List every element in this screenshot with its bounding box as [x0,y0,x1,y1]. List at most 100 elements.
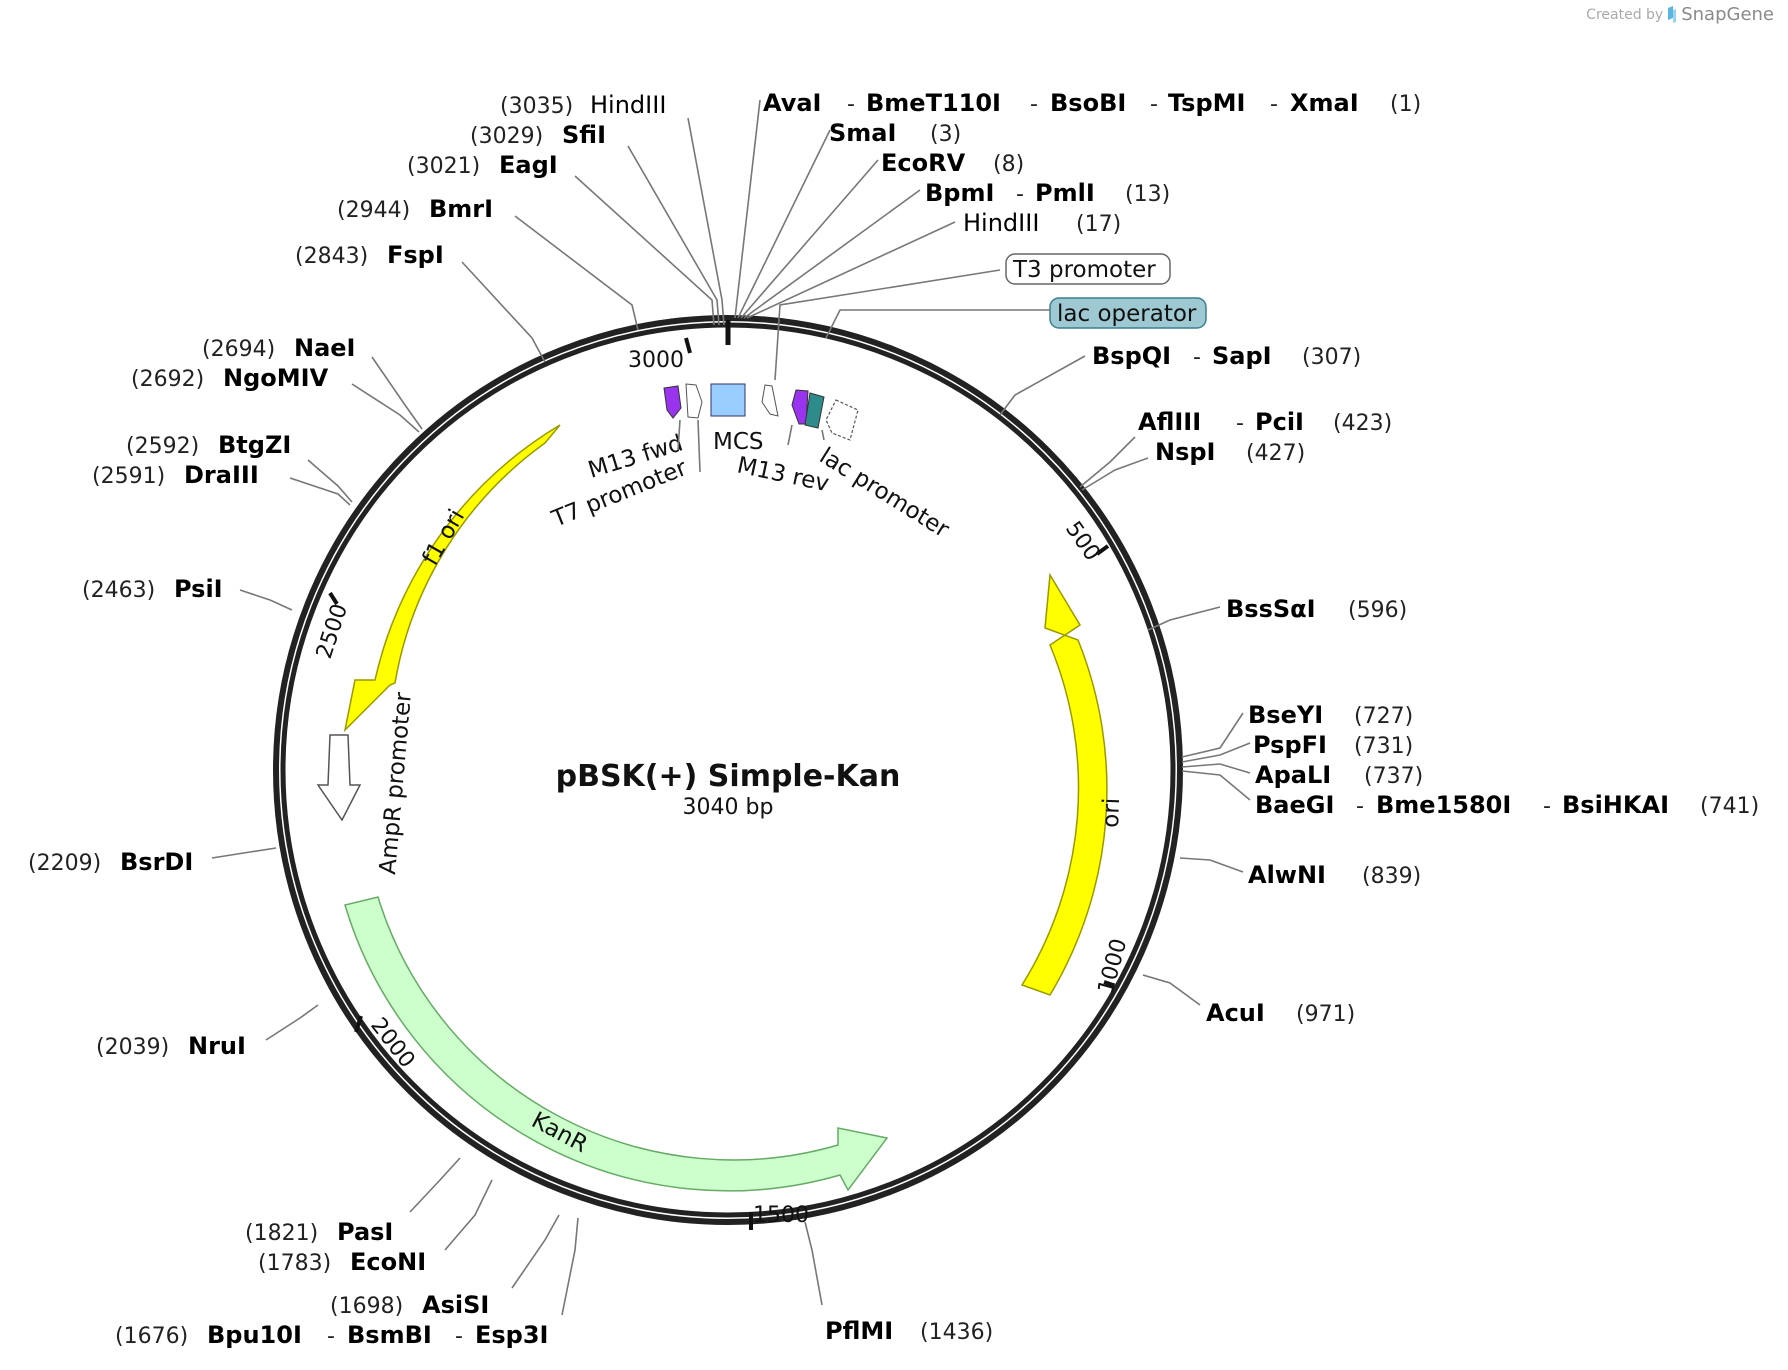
feature-leaders [677,269,1050,473]
site-s3-pos: (8) [993,152,1024,177]
site-s29-pos: (2944) [337,198,410,223]
site-s4-name-1: PmlI [1035,179,1095,207]
created-by-credit: Created by SnapGene [1586,4,1774,25]
site-s21: (2039) NruI [96,1032,246,1060]
leader-s19 [444,1179,493,1251]
kanr-arrow [344,896,889,1192]
sep: - [1236,411,1244,436]
site-s11-pos: (731) [1354,734,1413,759]
sep: - [1193,345,1201,370]
site-s17-name-0: Bpu10I [207,1321,302,1349]
snapgene-brand: SnapGene [1681,4,1774,25]
site-s14: AlwNI (839) [1248,861,1421,889]
site-s14-pos: (839) [1362,864,1421,889]
site-s12-name-0: ApaLI [1255,761,1331,789]
site-s20-name-0: PasI [337,1218,393,1246]
leader-s23 [239,589,293,611]
site-s27-name-0: NaeI [294,334,356,362]
site-s9-pos: (596) [1348,598,1407,623]
m13-fwd-leader [677,419,681,451]
site-s6-name-1: SapI [1212,342,1272,370]
site-s21-name-0: NruI [188,1032,246,1060]
sep: - [1030,92,1038,117]
site-s4-pos: (13) [1125,182,1170,207]
leader-s8 [1081,457,1149,491]
leader-s25 [307,459,353,503]
site-s20: (1821) PasI [245,1218,393,1246]
site-s5-pos: (17) [1076,212,1121,237]
site-s1: AvaI - BmeT110I - BsoBI - TspMI - XmaI (… [763,89,1421,117]
site-s27-pos: (2694) [202,337,275,362]
site-s30: (3021) EagI [407,151,558,179]
ampr-promoter-label: AmpR promoter [375,691,417,876]
leader-s20 [409,1157,461,1213]
site-s31-name-0: SfiI [562,121,606,149]
site-s11: PspFI (731) [1253,731,1413,759]
site-s16-pos: (1436) [920,1320,993,1345]
tick-2000-mark [354,1015,363,1033]
leader-s17 [561,1217,579,1316]
site-s5-name-0: HindIII [963,209,1039,237]
lac-operator-box: lac operator [1049,297,1207,329]
site-s27: (2694) NaeI [202,334,356,362]
leader-s10 [1181,712,1244,758]
site-s19: (1783) EcoNI [258,1248,426,1276]
lac-promoter-label: lac promoter [815,443,954,543]
m13-rev-leader [787,424,793,446]
site-s25-name-0: BtgZI [218,431,291,459]
t3-promoter-box: T3 promoter [1005,253,1171,285]
leader-s7 [1079,436,1136,488]
site-s16: PflMI (1436) [825,1317,993,1345]
site-s31-pos: (3029) [470,124,543,149]
leader-s29 [514,215,639,331]
leader-s28 [461,261,546,363]
site-s12-pos: (737) [1364,764,1423,789]
site-s1-pos: (1) [1390,92,1421,117]
leader-s16 [804,1221,823,1306]
site-s29-name-0: BmrI [429,195,493,223]
created-by-text: Created by [1586,6,1664,23]
site-s8-pos: (427) [1246,441,1305,466]
site-s28: (2843) FspI [295,241,444,269]
site-s26-name-0: NgoMIV [223,364,329,392]
site-s22: (2209) BsrDI [28,848,193,876]
tick-1000-mark [1103,980,1114,987]
mcs-feature [710,383,746,417]
site-s3: EcoRV (8) [881,149,1024,177]
site-s29: (2944) BmrI [337,195,493,223]
site-s15-name-0: AcuI [1206,999,1265,1027]
m13-rev-label: M13 rev [735,452,832,497]
site-s1-name-2: BsoBI [1050,89,1126,117]
site-s17: (1676) Bpu10I - BsmBI - Esp3I [115,1321,549,1349]
tick-2500-mark [328,591,339,606]
leader-s15 [1142,974,1201,1006]
lac-operator-box-label: lac operator [1057,301,1197,327]
sep: - [1270,92,1278,117]
site-leaders [211,99,1251,1316]
site-s26: (2692) NgoMIV [131,364,329,392]
sep: - [455,1324,463,1349]
site-s24-name-0: DraIII [184,461,259,489]
leader-s21 [265,1004,319,1041]
site-s23-pos: (2463) [82,578,155,603]
site-s6: BspQI - SapI (307) [1092,342,1361,370]
leader-s4 [743,189,921,319]
f1-ori-label: f1 ori [418,505,471,570]
features [316,383,1108,1192]
leader-s13 [1181,770,1251,801]
leader-s24 [289,477,351,506]
m13-fwd-feature [663,385,682,419]
t3-leader [774,269,1001,381]
site-s32-name-0: HindIII [590,91,666,119]
site-s8: NspI (427) [1155,438,1305,466]
mcs-label: MCS [713,429,764,455]
sep: - [1150,92,1158,117]
leader-s3 [740,159,879,319]
leader-s11 [1181,742,1251,763]
leader-s2 [737,129,831,319]
site-s1-name-3: TspMI [1168,89,1245,117]
site-s19-name-0: EcoNI [350,1248,426,1276]
site-s5: HindIII (17) [963,209,1121,237]
snapgene-logo-icon [1668,5,1677,23]
